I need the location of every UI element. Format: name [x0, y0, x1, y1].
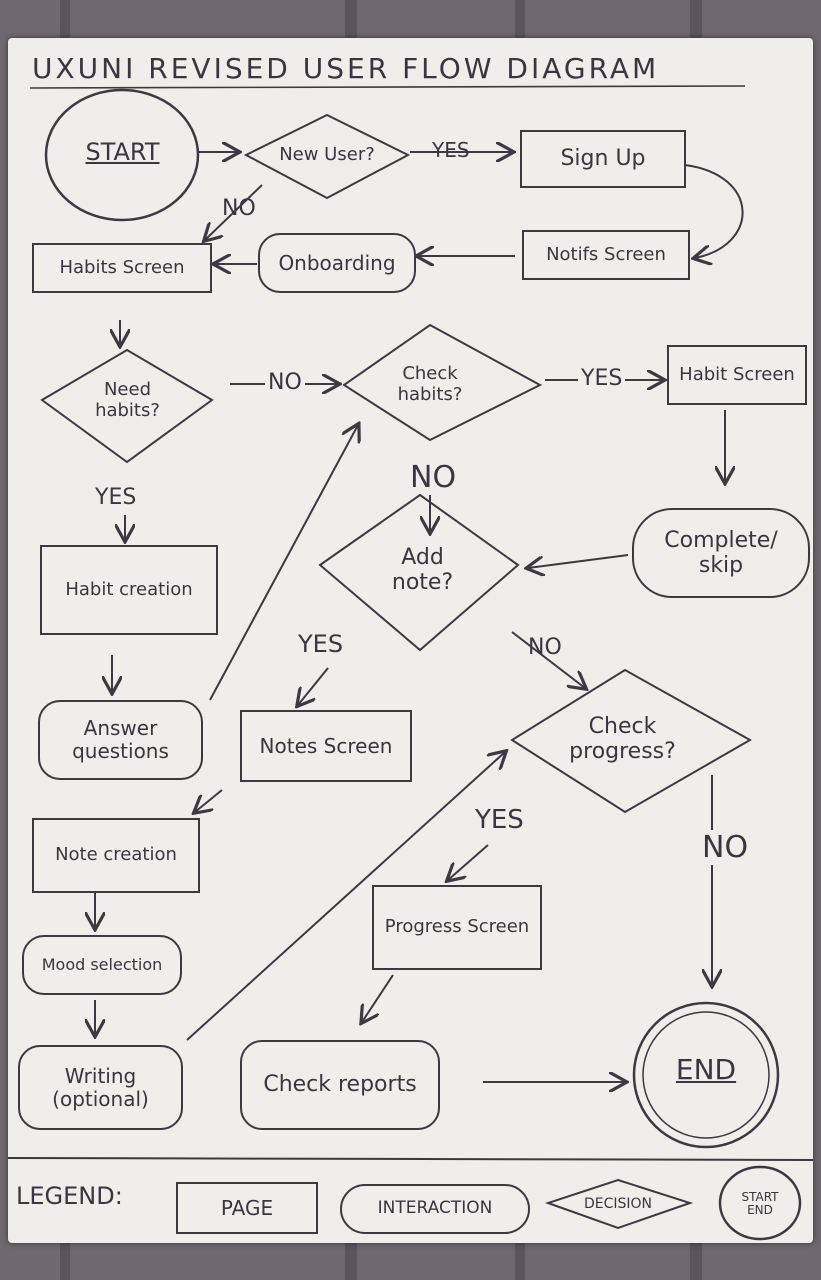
arrow-newuser-habits — [205, 184, 263, 240]
page-habits-screen: Habits Screen — [32, 243, 212, 293]
legend-decision-shape — [544, 1178, 694, 1230]
legend-start-end-shape — [718, 1165, 802, 1241]
edge-label-check-progress-yes: YES — [475, 805, 524, 835]
legend-label: LEGEND: — [16, 1182, 123, 1210]
end-circle-inner-shape — [642, 1011, 770, 1139]
arrow-addnote-checkprogress — [511, 631, 585, 688]
legend-decision: DECISION — [583, 1195, 653, 1212]
edge-label-add-note-no: NO — [528, 635, 562, 660]
decision-check-habits: Check habits? — [397, 363, 463, 405]
page-notes-screen: Notes Screen — [240, 710, 412, 782]
decision-add-note-shape — [318, 493, 520, 652]
edge-label-need-habits-yes: YES — [95, 485, 137, 510]
arrow-progress-reports — [362, 974, 394, 1022]
interaction-writing-optional: Writing (optional) — [18, 1045, 183, 1130]
legend-interaction: INTERACTION — [340, 1184, 530, 1234]
decision-new-user: New User? — [279, 143, 375, 165]
edge-label-check-habits-no: NO — [410, 460, 457, 495]
end-circle-shape — [632, 1001, 780, 1149]
edge-label-add-note-yes: YES — [298, 630, 344, 658]
arrow-checkprogress-progress — [448, 844, 489, 880]
decision-new-user-shape — [243, 113, 411, 200]
page-sign-up: Sign Up — [520, 130, 686, 188]
edge-label-check-habits-yes: YES — [578, 366, 626, 391]
decision-check-habits-shape — [342, 323, 543, 442]
start-node: START — [85, 137, 160, 166]
arrow-addnote-notes — [298, 667, 329, 705]
arrow-writing-checkprogress — [186, 752, 505, 1041]
decision-need-habits-shape — [40, 348, 214, 464]
arrow-notes-notecreation — [195, 789, 223, 812]
decision-check-progress: Check progress? — [569, 713, 676, 764]
paper-sheet — [8, 38, 813, 1243]
edge-label-new-user-no: NO — [222, 196, 256, 221]
page-note-creation: Note creation — [32, 818, 200, 893]
decision-check-progress-shape — [510, 668, 753, 814]
page-progress-screen: Progress Screen — [372, 885, 542, 970]
arrow-complete-addnote — [528, 554, 629, 568]
end-node: END — [675, 1052, 737, 1086]
arrow-answer-checkhabits — [209, 425, 358, 701]
interaction-answer-questions: Answer questions — [38, 700, 203, 780]
legend-start-end: START END — [741, 1189, 779, 1217]
page-notifs-screen: Notifs Screen — [522, 230, 690, 280]
interaction-complete-skip: Complete/ skip — [632, 508, 810, 598]
legend-divider — [7, 1157, 814, 1161]
page-habit-creation: Habit creation — [40, 545, 218, 635]
arrow-signup-notifs — [684, 164, 744, 258]
decision-add-note: Add note? — [391, 544, 454, 595]
title-underline — [29, 85, 746, 89]
edge-label-check-progress-no: NO — [700, 830, 751, 865]
legend-page: PAGE — [176, 1182, 318, 1234]
interaction-mood-selection: Mood selection — [22, 935, 182, 995]
diagram-title: UXUNI REVISED USER FLOW DIAGRAM — [32, 52, 660, 85]
start-circle-shape — [44, 88, 200, 222]
interaction-check-reports: Check reports — [240, 1040, 440, 1130]
interaction-onboarding: Onboarding — [258, 233, 416, 293]
page-habit-screen: Habit Screen — [667, 345, 807, 405]
decision-need-habits: Need habits? — [95, 379, 160, 421]
edge-label-need-habits-no: NO — [265, 370, 305, 395]
edge-label-new-user-yes: YES — [432, 138, 470, 162]
